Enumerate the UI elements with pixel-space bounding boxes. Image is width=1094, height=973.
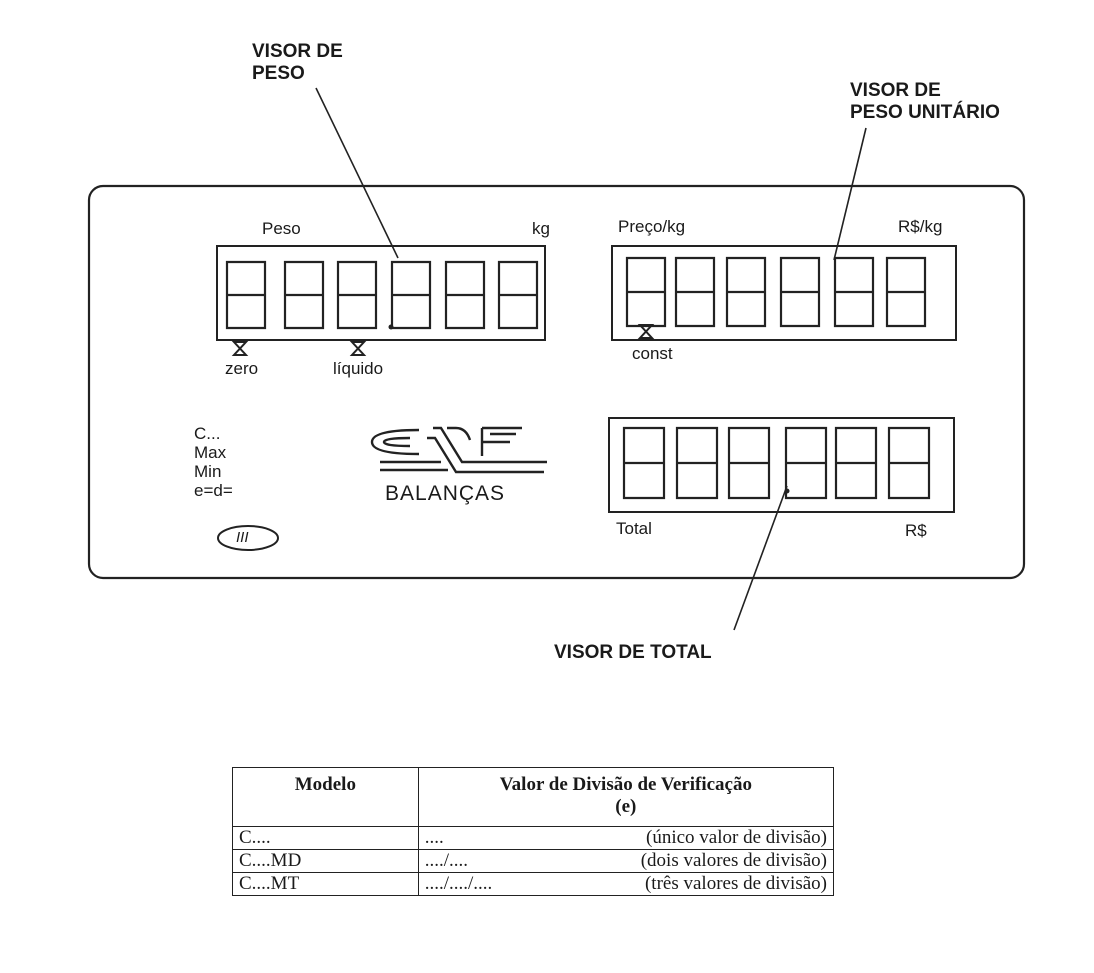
row-model: C.... [232,826,419,850]
price-digit [725,256,767,328]
row-division-note: (único valor de divisão) [646,827,827,848]
price-title: Preço/kg [618,217,686,236]
spec-line-min: Min [194,462,222,481]
total-digit [622,426,666,500]
table-header-row: Modelo Valor de Divisão de Verificação (… [232,767,835,827]
spec-line-max: Max [194,443,227,462]
callout-unit-price-display-line2: PESO UNITÁRIO [850,102,1000,123]
row-division-value: .... [424,827,444,848]
zero-indicator-label: zero [225,359,259,378]
row-model: C....MD [232,849,419,873]
total-digit [784,426,828,500]
liquid-indicator-icon [349,341,367,356]
price-digit [674,256,716,328]
weight-display-window [216,245,546,341]
price-display-window [611,245,957,341]
row-division-note: (dois valores de divisão) [640,850,827,871]
weight-decimal-point [388,324,394,330]
weight-digit [283,260,325,330]
total-digit [887,426,931,500]
brand-logo [370,426,547,474]
total-digit [834,426,878,500]
row-division-note: (três valores de divisão) [644,873,827,894]
accuracy-class-label: III [236,529,249,546]
zero-indicator-icon [231,341,249,356]
total-display-window [608,417,955,513]
price-digit [885,256,927,328]
table-row: C....MT ..../..../.... (três valores de d… [232,872,835,896]
total-digit [727,426,771,500]
header-model: Modelo [232,767,419,827]
weight-digit [497,260,539,330]
price-digit [779,256,821,328]
table-row: C.... .... (único valor de divisão) [232,826,835,850]
spec-line-division: e=d= [194,481,233,500]
price-unit: R$/kg [898,217,943,236]
spec-line-capacity: C... [194,424,221,443]
const-indicator-icon [637,324,655,339]
row-division: ..../..../.... (três valores de divisão) [417,872,835,896]
panel-outline [87,184,1026,580]
total-title: Total [616,519,652,538]
leader-total-display [733,485,788,631]
callout-weight-display-line2: PESO [252,63,305,84]
callout-weight-display-line1: VISOR DE [252,41,343,62]
accuracy-class-oval [217,525,279,551]
const-indicator-label: const [632,344,673,363]
model-division-table: Modelo Valor de Divisão de Verificação (… [232,767,835,896]
header-division-symbol: (e) [615,796,637,817]
weight-digit [390,260,432,330]
header-division-text: Valor de Divisão de Verificação [499,774,752,795]
callout-unit-price-display-line1: VISOR DE [850,80,941,101]
weight-title: Peso [262,219,301,238]
leader-unit-price-display [833,127,867,261]
row-division-value: ..../..../.... [424,873,493,894]
row-model: C....MT [232,872,419,896]
row-division: ..../.... (dois valores de divisão) [417,849,835,873]
total-unit: R$ [905,521,927,540]
weight-digit [336,260,378,330]
row-division: .... (único valor de divisão) [417,826,835,850]
header-division: Valor de Divisão de Verificação (e) [417,767,835,827]
price-digit [625,256,667,328]
table-row: C....MD ..../.... (dois valores de divisã… [232,849,835,873]
weight-digit [444,260,486,330]
callout-total-display: VISOR DE TOTAL [554,642,712,663]
liquid-indicator-label: líquido [333,359,384,378]
brand-name: BALANÇAS [385,482,506,505]
weight-unit: kg [532,219,550,238]
price-digit [833,256,875,328]
total-digit [675,426,719,500]
weight-digit [225,260,267,330]
leader-weight-display [315,87,399,259]
row-division-value: ..../.... [424,850,468,871]
